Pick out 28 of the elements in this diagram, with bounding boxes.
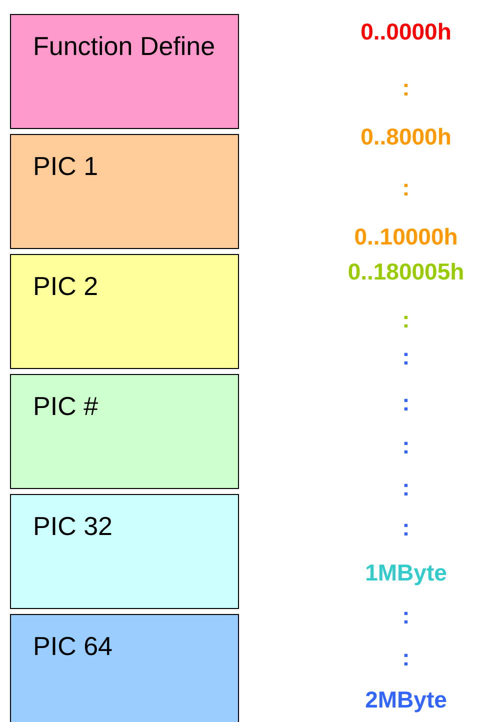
address-label: 0..8000h [360, 124, 452, 150]
address-label: : [402, 306, 410, 334]
address-label: 0..10000h [354, 224, 458, 250]
memory-block [10, 254, 239, 369]
address-label: 0..0000h [360, 18, 452, 46]
address-label: : [402, 474, 410, 502]
address-label: : [402, 174, 410, 202]
block-label: PIC 1 [33, 150, 100, 183]
address-label: : [402, 602, 410, 630]
address-label: : [402, 514, 410, 542]
block-label: PIC 32 [33, 510, 114, 543]
address-label: : [402, 74, 410, 102]
address-label: 2MByte [365, 686, 447, 714]
address-label: 1MByte [365, 560, 447, 586]
memory-block [10, 14, 239, 129]
memory-block [10, 134, 239, 249]
memory-block [10, 494, 239, 609]
memory-block [10, 374, 239, 489]
block-label: PIC 64 [33, 630, 114, 663]
address-label: : [402, 390, 410, 416]
address-label: 0..180005h [348, 258, 464, 286]
block-label: PIC 2 [33, 270, 100, 303]
block-label: Function Define [33, 30, 216, 63]
block-label: PIC # [33, 390, 100, 423]
memory-block [10, 614, 239, 722]
address-label: : [402, 432, 410, 460]
address-label: : [402, 344, 410, 370]
address-label: : [402, 644, 410, 672]
